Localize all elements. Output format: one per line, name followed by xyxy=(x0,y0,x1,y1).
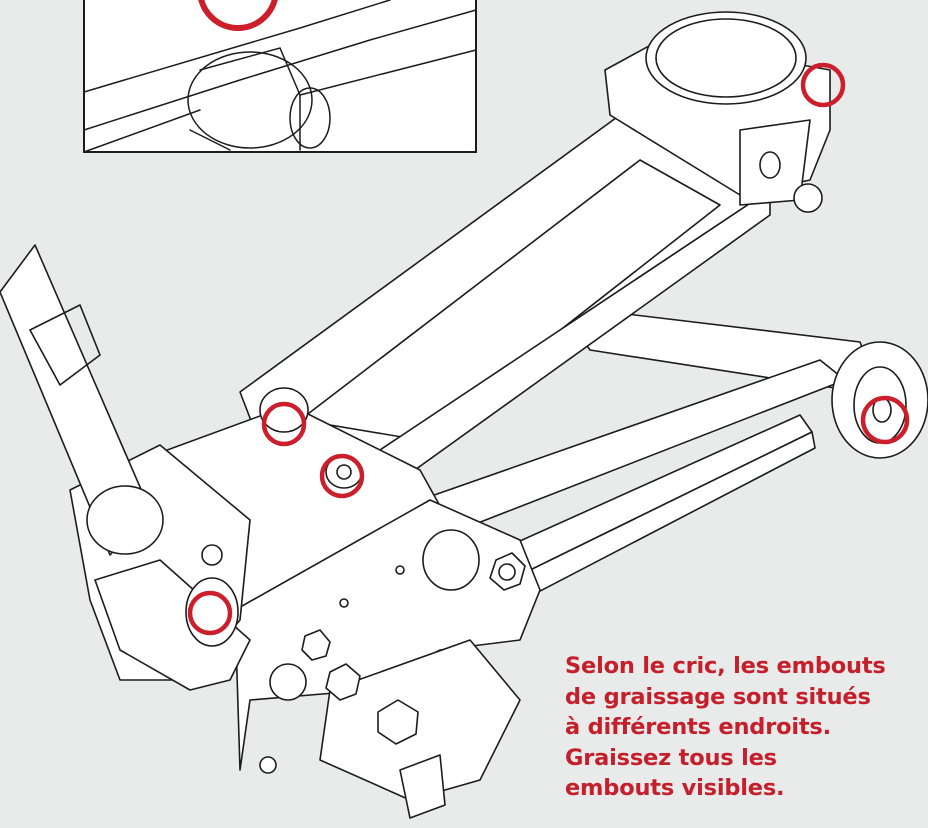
grease-highlights xyxy=(187,62,910,636)
pump-linkage xyxy=(94,559,251,691)
caption-line: embouts visibles. xyxy=(565,775,785,801)
grease-point-arm-fitting xyxy=(319,453,365,499)
saddle-pad xyxy=(645,11,807,105)
grease-point-inset xyxy=(198,0,278,31)
saddle-pad-inner xyxy=(655,18,797,98)
detail-inset-frame xyxy=(83,0,477,153)
front-nut-a xyxy=(325,663,361,701)
caption-line: Selon le cric, les embouts xyxy=(565,653,886,679)
pivot-nut-center xyxy=(498,563,516,581)
jack-line-art xyxy=(0,11,928,819)
grease-point-wheel xyxy=(860,395,910,445)
grease-point-saddle xyxy=(800,62,846,108)
grease-instructions-caption: Selon le cric, les embouts de graissage … xyxy=(565,651,928,804)
arm-pivot-boss xyxy=(259,387,309,433)
detail-inset xyxy=(83,0,477,153)
caption-line: de graissage sont situés xyxy=(565,683,871,710)
caster-bracket xyxy=(319,639,521,801)
caption-line: à différents endroits. xyxy=(565,714,831,740)
caster-bolt xyxy=(377,699,419,745)
caster-wheel xyxy=(399,754,446,819)
grease-point-arm-pivot xyxy=(261,401,307,447)
grease-point-pump xyxy=(187,590,233,636)
front-nut-b xyxy=(301,629,331,661)
saddle-pin xyxy=(759,151,781,179)
saddle-link-pin xyxy=(793,183,823,213)
handle-socket xyxy=(86,485,164,555)
lift-arm-inner-panel xyxy=(299,159,721,441)
grease-fitting-nipple xyxy=(336,464,352,480)
large-pivot-bolt xyxy=(422,529,480,591)
caption-line: Graissez tous les xyxy=(565,744,777,771)
